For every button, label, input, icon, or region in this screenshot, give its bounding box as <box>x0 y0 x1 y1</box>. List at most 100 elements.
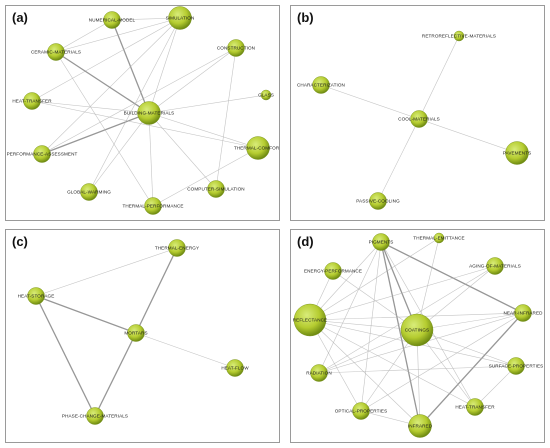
node-label-reflectance: REFLECTANCE <box>293 318 327 323</box>
edge-construction-performance-assessment <box>41 47 237 155</box>
node-pavements[interactable] <box>505 141 529 165</box>
edges-b <box>320 35 518 202</box>
labels-c: THERMAL-ENERGYHEAT-STORAGEMORTARSHEAT-FL… <box>18 246 250 419</box>
node-thermal-performance[interactable] <box>144 197 162 215</box>
labels-b: RETROREFLECTIVE-MATERIALSCHARACTERIZATIO… <box>297 34 531 204</box>
nodes-a <box>23 6 272 215</box>
node-heat-storage[interactable] <box>27 287 45 305</box>
node-label-building-materials: BUILDING-MATERIALS <box>124 111 175 116</box>
node-optical-properties[interactable] <box>352 402 370 420</box>
node-reflectance[interactable] <box>293 303 327 337</box>
edge-construction-computer-simulation <box>215 47 237 190</box>
panel-label-c: (c) <box>12 234 28 249</box>
edge-heat-transfer-d-reflectance <box>309 319 476 408</box>
edge-aging-of-materials-reflectance <box>309 265 496 321</box>
edge-thermal-energy-mortars <box>135 247 178 334</box>
node-label-construction: CONSTRUCTION <box>217 46 255 51</box>
network-diagram-b: RETROREFLECTIVE-MATERIALSCHARACTERIZATIO… <box>297 30 531 210</box>
edge-construction-building-materials <box>148 47 237 114</box>
node-energy-performance[interactable] <box>324 262 342 280</box>
edges-a <box>31 17 267 207</box>
node-infrared[interactable] <box>408 414 432 438</box>
nodes-c <box>27 239 244 425</box>
node-retroreflective-materials[interactable] <box>453 30 465 42</box>
node-building-materials[interactable] <box>137 101 161 125</box>
edge-building-materials-performance-assessment <box>41 112 150 155</box>
node-label-pavements: PAVEMENTS <box>503 151 532 156</box>
node-label-energy-performance: ENERGY-PERFORMANCE <box>304 269 362 274</box>
node-coatings[interactable] <box>400 313 434 347</box>
edge-coatings-radiation <box>318 329 418 374</box>
node-pigments[interactable] <box>372 233 390 251</box>
node-characterization[interactable] <box>312 76 330 94</box>
node-label-computer-simulation: COMPUTER-SIMULATION <box>187 187 244 192</box>
node-passive-cooling[interactable] <box>369 192 387 210</box>
node-thermal-energy[interactable] <box>168 239 186 257</box>
node-label-radiation: RADIATION <box>306 371 332 376</box>
node-near-infrared[interactable] <box>514 304 532 322</box>
node-label-thermal-performance: THERMAL-PERFORMANCE <box>122 204 183 209</box>
node-glass[interactable] <box>260 89 272 101</box>
node-construction[interactable] <box>227 39 245 57</box>
node-radiation[interactable] <box>310 364 328 382</box>
node-aging-of-materials[interactable] <box>486 257 504 275</box>
node-phase-change-materials[interactable] <box>86 407 104 425</box>
edge-ceramic-materials-building-materials <box>55 51 150 114</box>
edge-reflectance-infrared <box>309 319 421 427</box>
node-label-coatings: COATINGS <box>405 328 429 333</box>
edge-numerical-model-ceramic-materials <box>55 19 113 53</box>
node-label-global-warming: GLOBAL-WARMING <box>67 190 111 195</box>
node-ceramic-materials[interactable] <box>47 43 65 61</box>
edges-c <box>35 247 236 417</box>
node-heat-transfer-d[interactable] <box>466 398 484 416</box>
edge-pigments-reflectance <box>309 241 382 321</box>
node-computer-simulation[interactable] <box>207 180 225 198</box>
edge-surface-properties-heat-transfer-d <box>474 365 517 408</box>
edge-surface-properties-radiation <box>318 365 517 374</box>
panel-label-b: (b) <box>297 10 314 25</box>
node-label-characterization: CHARACTERIZATION <box>297 83 345 88</box>
edge-mortars-phase-change-materials <box>94 332 137 417</box>
node-mortars[interactable] <box>127 324 145 342</box>
node-thermal-emittance[interactable] <box>433 232 445 244</box>
node-performance-assessment[interactable] <box>33 145 51 163</box>
node-label-numerical-model: NUMERICAL-MODEL <box>89 18 136 23</box>
node-label-passive-cooling: PASSIVE-COOLING <box>356 199 400 204</box>
node-label-heat-transfer-d: HEAT-TRANSFER <box>455 405 495 410</box>
network-diagram-d: PIGMENTSTHERMAL-EMITTANCEENERGY-PERFORMA… <box>293 232 543 438</box>
node-label-pigments: PIGMENTS <box>369 240 394 245</box>
edge-pigments-near-infrared <box>380 241 524 314</box>
edge-simulation-performance-assessment <box>41 17 181 155</box>
node-label-thermal-energy: THERMAL-ENERGY <box>155 246 199 251</box>
node-cool-materials[interactable] <box>410 110 428 128</box>
edge-optical-properties-near-infrared <box>360 312 524 412</box>
network-diagram-c: THERMAL-ENERGYHEAT-STORAGEMORTARSHEAT-FL… <box>18 239 250 425</box>
edge-reflectance-coatings <box>309 319 418 331</box>
edge-building-materials-computer-simulation <box>148 112 217 190</box>
node-global-warming[interactable] <box>80 183 98 201</box>
node-label-phase-change-materials: PHASE-CHANGE-MATERIALS <box>62 414 128 419</box>
edge-aging-of-materials-coatings <box>416 265 496 331</box>
node-label-near-infrared: NEAR-INFRARED <box>503 311 543 316</box>
node-heat-flow[interactable] <box>226 359 244 377</box>
node-surface-properties[interactable] <box>507 357 525 375</box>
node-thermal-comfort[interactable] <box>246 136 270 160</box>
node-simulation[interactable] <box>168 6 192 30</box>
node-label-mortars: MORTARS <box>124 331 147 336</box>
edge-heat-transfer-thermal-comfort <box>31 100 259 149</box>
edge-near-infrared-coatings <box>416 312 524 331</box>
edge-global-warming-simulation <box>88 17 181 193</box>
panel-label-d: (d) <box>297 234 314 249</box>
node-numerical-model[interactable] <box>103 11 121 29</box>
nodes-b <box>312 30 529 210</box>
node-heat-transfer[interactable] <box>23 92 41 110</box>
edge-energy-performance-coatings <box>332 270 418 331</box>
node-label-heat-transfer: HEAT-TRANSFER <box>12 99 52 104</box>
edge-ceramic-materials-thermal-performance <box>55 51 154 207</box>
node-label-heat-flow: HEAT-FLOW <box>221 366 249 371</box>
